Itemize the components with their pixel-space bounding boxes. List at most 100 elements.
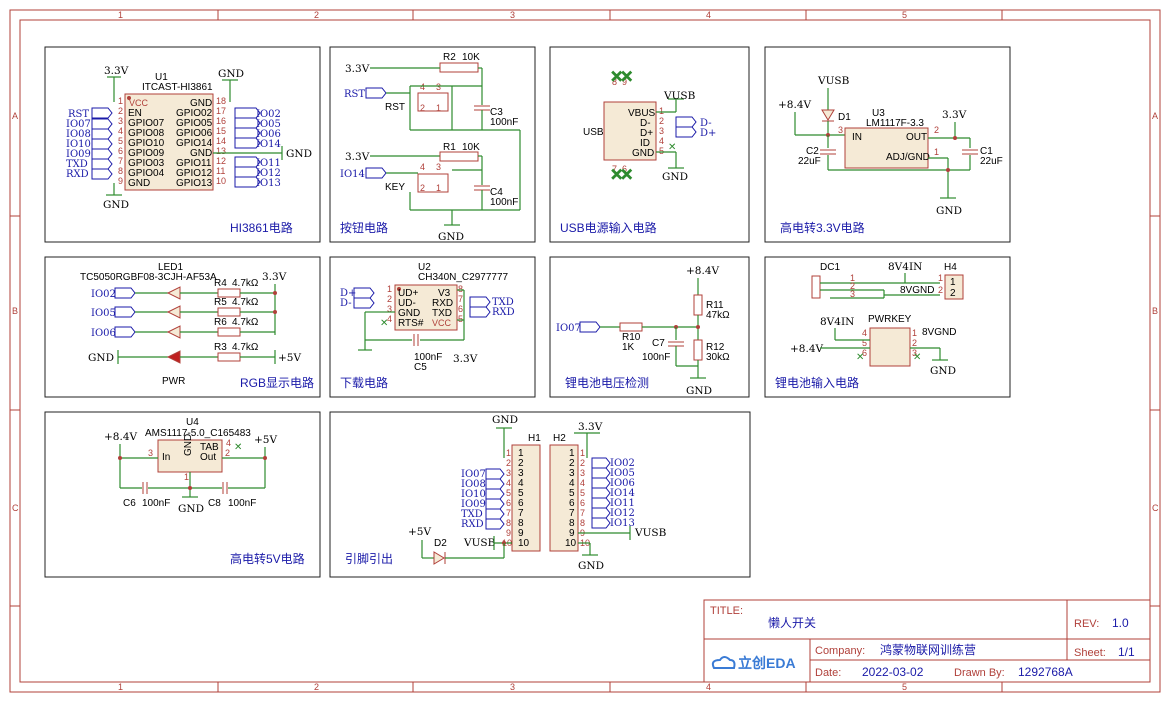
svg-text:3: 3 [148, 448, 153, 458]
svg-text:8: 8 [580, 518, 585, 528]
net-io10: IO10 [66, 139, 91, 150]
svg-text:VUSB: VUSB [817, 75, 850, 87]
u1-ref: U1 [155, 72, 168, 83]
svg-text:1: 1 [938, 273, 943, 283]
svg-text:RXD: RXD [492, 307, 515, 318]
svg-text:3: 3 [118, 116, 123, 126]
svg-text:PWR: PWR [162, 376, 185, 387]
svg-text:C2: C2 [806, 146, 819, 157]
svg-text:7: 7 [612, 164, 617, 174]
svg-text:4.7kΩ: 4.7kΩ [232, 297, 259, 308]
svg-text:PWRKEY: PWRKEY [868, 314, 912, 325]
section-title-batin: 锂电池输入电路 [775, 375, 859, 390]
svg-text:C4: C4 [490, 187, 503, 198]
svg-text:10: 10 [565, 538, 577, 549]
net-io11: IO11 [256, 158, 281, 169]
svg-text:6: 6 [118, 146, 123, 156]
svg-text:VUSB: VUSB [634, 527, 667, 539]
svg-text:LED1: LED1 [158, 262, 183, 273]
grid-col-4: 4 [706, 10, 711, 20]
h1-flags: IO07 IO08 IO10 IO09 TXD RXD [461, 468, 505, 530]
net-io07: IO07 [66, 119, 91, 130]
svg-text:GND: GND [632, 148, 654, 159]
btn-net-io14: IO14 [340, 169, 365, 180]
svg-text:8: 8 [118, 166, 123, 176]
svg-text:D-: D- [700, 118, 712, 129]
svg-text:GPIO06: GPIO06 [176, 128, 213, 139]
net-txd: TXD [66, 159, 88, 170]
section-title-button: 按钮电路 [340, 220, 388, 235]
svg-text:15: 15 [216, 126, 226, 136]
svg-text:GND: GND [438, 231, 464, 243]
svg-text:4: 4 [118, 126, 123, 136]
svg-text:GPIO08: GPIO08 [128, 128, 165, 139]
svg-text:9: 9 [622, 77, 627, 87]
svg-text:8VGND: 8VGND [922, 327, 956, 338]
svg-text:IN: IN [852, 132, 862, 143]
grid-row-a: A [12, 111, 18, 121]
svg-text:22uF: 22uF [798, 156, 821, 167]
svg-text:R3: R3 [214, 342, 227, 353]
net-io05: IO05 [256, 119, 281, 130]
pins-numbers: 1 2 3 4 5 6 7 8 9 10 1 2 3 4 5 6 7 8 9 1… [502, 448, 590, 549]
svg-text:EN: EN [128, 108, 142, 119]
tb-title-label: TITLE: [710, 605, 743, 617]
svg-text:11: 11 [216, 166, 225, 176]
u1-gnd-bottom: GND [103, 199, 129, 211]
svg-text:IO05: IO05 [91, 308, 116, 319]
svg-text:✕: ✕ [620, 69, 633, 86]
svg-text:8: 8 [612, 77, 617, 87]
svg-text:8: 8 [518, 518, 524, 529]
net-io09: IO09 [66, 149, 91, 160]
svg-text:GND: GND [662, 171, 688, 183]
svg-text:GND: GND [178, 503, 204, 515]
svg-text:R11: R11 [706, 300, 724, 311]
svg-text:4: 4 [387, 314, 392, 324]
svg-text:5: 5 [118, 136, 123, 146]
net-io06: IO06 [256, 129, 281, 140]
svg-text:12: 12 [216, 156, 226, 166]
svg-text:GND: GND [936, 205, 962, 217]
svg-text:IO12: IO12 [610, 508, 635, 519]
svg-text:3: 3 [506, 468, 511, 478]
svg-text:✕: ✕ [610, 167, 623, 184]
svg-text:2: 2 [659, 116, 664, 126]
svg-text:3: 3 [436, 162, 441, 172]
svg-text:+8.4V: +8.4V [790, 343, 823, 355]
svg-text:✕: ✕ [234, 442, 242, 453]
svg-text:C1: C1 [980, 146, 993, 157]
svg-text:3.3V: 3.3V [942, 109, 967, 121]
section-title-usb: USB电源输入电路 [560, 220, 657, 235]
section-title-ldo33: 高电转3.3V电路 [780, 220, 865, 235]
svg-text:10K: 10K [462, 52, 480, 63]
svg-text:C3: C3 [490, 107, 503, 118]
svg-text:3.3V: 3.3V [345, 151, 370, 163]
svg-text:10: 10 [518, 538, 530, 549]
svg-text:VUSB: VUSB [663, 90, 696, 102]
svg-text:✕: ✕ [610, 69, 623, 86]
svg-text:AMS1117-5.0_C165483: AMS1117-5.0_C165483 [145, 428, 251, 439]
svg-text:3: 3 [850, 289, 855, 299]
svg-text:+8.4V: +8.4V [686, 265, 719, 277]
svg-text:2: 2 [950, 288, 956, 299]
svg-text:U4: U4 [186, 417, 199, 428]
net-io08: IO08 [66, 129, 91, 140]
svg-text:4.7kΩ: 4.7kΩ [232, 317, 259, 328]
section-title-download: 下载电路 [340, 375, 388, 390]
svg-text:OUT: OUT [906, 132, 927, 143]
svg-text:LM1117F-3.3: LM1117F-3.3 [866, 118, 924, 129]
tb-drawn-label: Drawn By: [954, 667, 1005, 679]
svg-text:2: 2 [518, 458, 524, 469]
block-ldo33: 高电转3.3V电路 VUSB D1 +8.4V U3 LM1117F-3.3 I… [764, 46, 1011, 243]
svg-text:Out: Out [200, 452, 216, 463]
block-hi3861: HI3861电路 U1 ITCAST-HI3861 3.3V GND VCC R… [44, 46, 321, 243]
svg-text:TAB: TAB [200, 442, 219, 453]
svg-text:10: 10 [216, 176, 226, 186]
section-title-rgb: RGB显示电路 [240, 375, 314, 390]
svg-text:IO10: IO10 [461, 489, 486, 500]
grid-col-3: 3 [510, 10, 515, 20]
eda-logo-icon: 立创EDA [711, 655, 796, 671]
svg-text:2: 2 [912, 338, 917, 348]
block-button: 按钮电路 3.3V R2 10K C3 100nF RST 4 3 2 1 RS… [329, 46, 536, 243]
svg-text:1: 1 [569, 448, 575, 459]
